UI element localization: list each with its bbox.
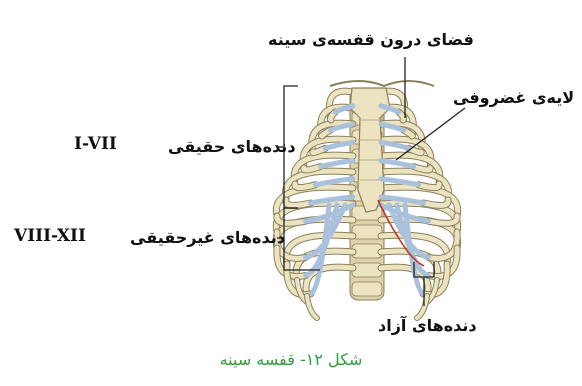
vertebra xyxy=(352,282,382,296)
rib-front xyxy=(304,167,321,170)
first-rib-top xyxy=(330,81,434,86)
costal-cartilage xyxy=(381,142,409,148)
costal-cartilage xyxy=(325,142,353,148)
costal-cartilage xyxy=(320,161,353,167)
label-false-ribs-text: دنده‌های غیرحقیقی xyxy=(130,228,285,247)
label-true-ribs-numerals: I-VII xyxy=(74,134,117,154)
figure-caption: شکل ۱۲- قفسه سینه xyxy=(0,350,582,369)
rib-front xyxy=(414,167,431,170)
vertebra xyxy=(352,225,382,239)
vertebra xyxy=(352,263,382,277)
costal-cartilage xyxy=(381,161,414,167)
label-thoracic-cavity: فضای درون قفسه‌ی سینه xyxy=(268,30,474,49)
label-floating-ribs: دنده‌های آزاد xyxy=(378,316,477,335)
label-false-ribs-numerals: VIII-XII xyxy=(14,226,86,246)
vertebra xyxy=(352,244,382,258)
label-true-ribs-text: دنده‌های حقیقی xyxy=(168,137,296,156)
label-cartilage-layer: لایه‌ی غضروفی xyxy=(453,88,574,107)
